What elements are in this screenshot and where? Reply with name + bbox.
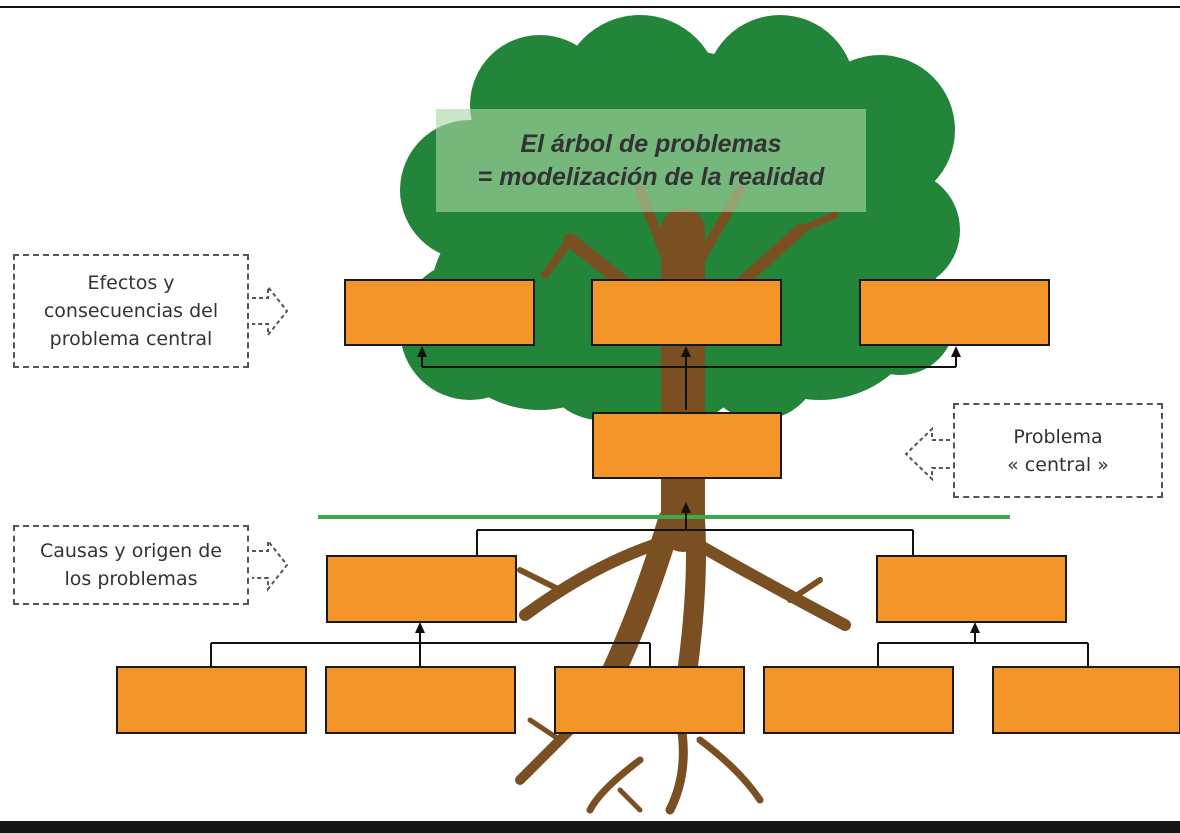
central-callout-arrow [904,426,950,482]
root-cause-box-2 [325,666,516,734]
tree-roots [515,508,851,815]
root-cause-box-3 [554,666,745,734]
title-line-2: = modelización de la realidad [477,162,825,191]
causes-label: Causas y origen de los problemas [13,525,249,605]
title-line-1: El árbol de problemas [520,129,782,158]
effect-box-3 [859,279,1050,346]
effects-label: Efectos y consecuencias del problema cen… [13,254,249,368]
central-problem-box [592,412,782,479]
effect-box-2 [591,279,782,346]
central-problem-label: Problema « central » [953,403,1163,498]
cause-arrowheads [415,502,980,633]
root-cause-box-5 [992,666,1180,734]
effect-arrowheads [417,346,961,357]
effect-box-1 [344,279,535,346]
root-cause-box-1 [116,666,307,734]
cause-connectors [210,510,1089,667]
causes-callout-arrow [252,538,289,592]
callout-arrows [252,284,950,592]
cause-box-1 [326,555,517,623]
problem-boxes [116,279,1180,734]
bottom-band [0,821,1180,833]
cause-box-2 [876,555,1067,623]
effects-callout-arrow [252,284,289,338]
root-cause-box-4 [763,666,954,734]
top-rule [0,6,1180,8]
diagram-title: El árbol de problemas = modelización de … [436,109,866,212]
